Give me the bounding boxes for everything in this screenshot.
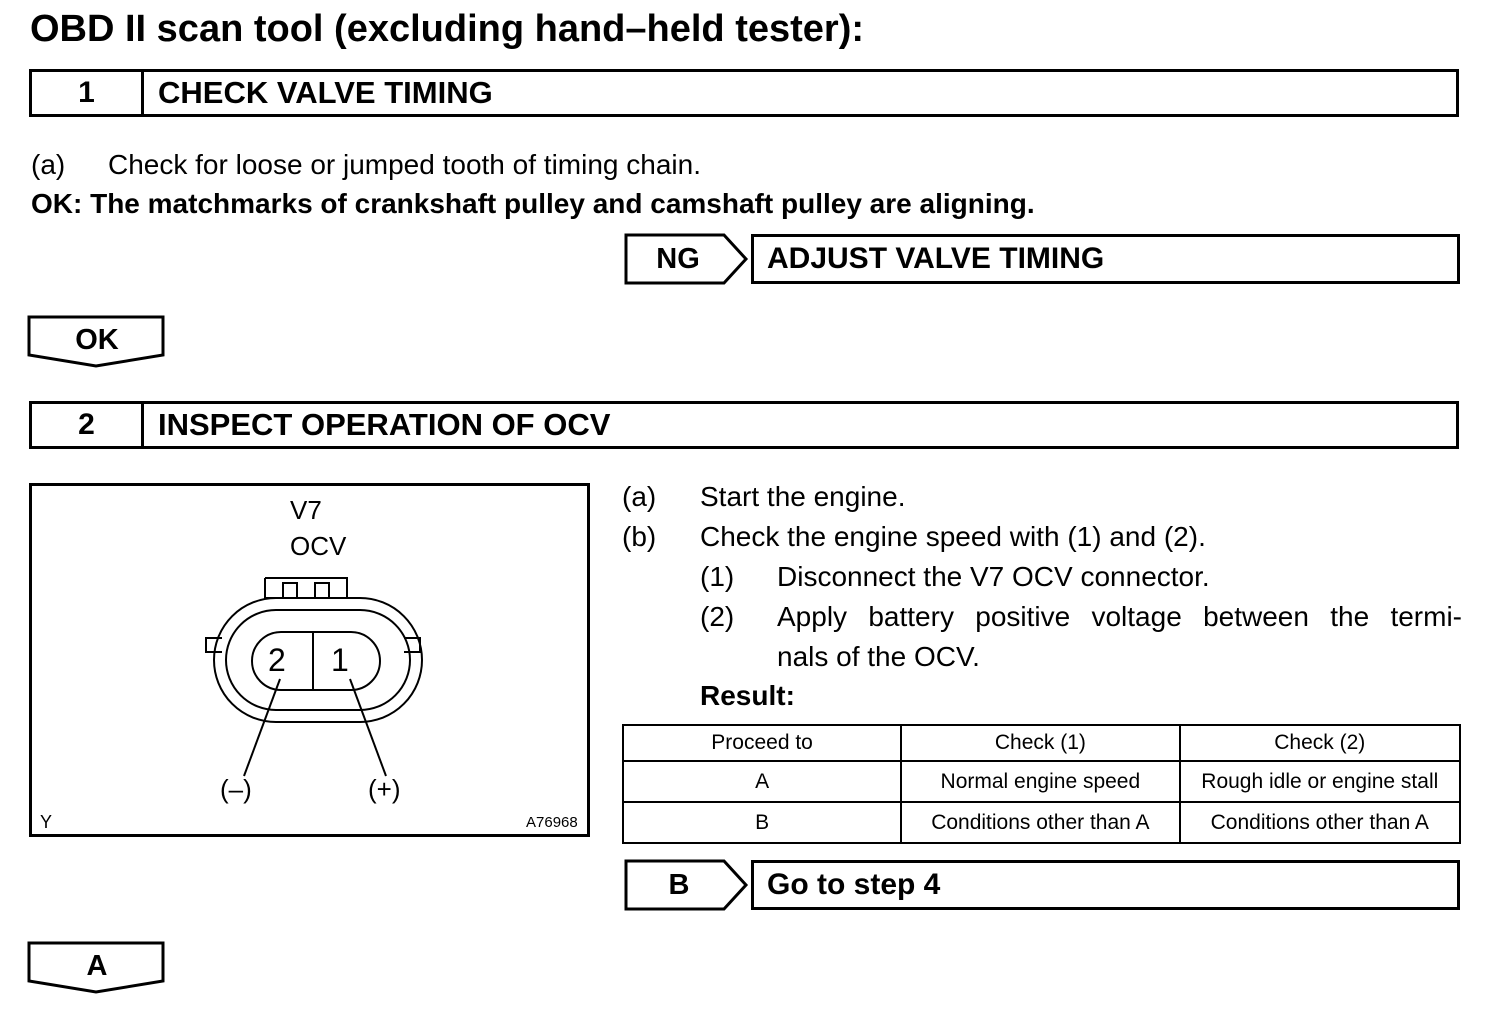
substep-1-marker: (1) bbox=[700, 561, 735, 592]
table-row: B Conditions other than A Conditions oth… bbox=[621, 801, 1462, 844]
step-1-number: 1 bbox=[32, 72, 144, 114]
step-2-title: INSPECT OPERATION OF OCV bbox=[158, 407, 611, 442]
ng-label: NG bbox=[656, 242, 700, 275]
step-2-instruction-marker-b: (b) bbox=[622, 521, 657, 552]
terminal-2-label: 2 bbox=[268, 642, 286, 678]
step-1-header: 1 CHECK VALVE TIMING bbox=[29, 69, 1459, 117]
table-header-cell: Check (2) bbox=[1178, 724, 1462, 762]
substep-2-marker: (2) bbox=[700, 601, 735, 632]
step-1-instruction: Check for loose or jumped tooth of timin… bbox=[108, 149, 701, 180]
substep-1-text: Disconnect the V7 OCV connector. bbox=[777, 561, 1210, 592]
ok-label: OK bbox=[75, 323, 119, 356]
b-action-text: Go to step 4 bbox=[767, 868, 941, 901]
figure-id: A76968 bbox=[526, 814, 578, 831]
ng-action-text: ADJUST VALVE TIMING bbox=[767, 242, 1105, 275]
substep-2-text-cont: nals of the OCV. bbox=[777, 641, 980, 672]
ng-action-box: ADJUST VALVE TIMING bbox=[751, 234, 1460, 284]
terminal-1-label: 1 bbox=[331, 642, 349, 678]
table-cell: Conditions other than A bbox=[1178, 801, 1462, 844]
a-label: A bbox=[86, 949, 108, 982]
step-1-instruction-marker: (a) bbox=[31, 149, 66, 180]
table-header-cell: Proceed to bbox=[621, 724, 903, 762]
ocv-connector-icon bbox=[205, 577, 423, 777]
connector-figure: V7 OCV 2 1 (–) (+) Y A76968 bbox=[29, 483, 590, 837]
page-title: OBD II scan tool (excluding hand–held te… bbox=[30, 8, 864, 50]
step-1-ok-criteria: OK: The matchmarks of crankshaft pulley … bbox=[31, 188, 1035, 219]
step-1-title: CHECK VALVE TIMING bbox=[158, 75, 493, 110]
negative-terminal-label: (–) bbox=[220, 774, 252, 804]
table-row: A Normal engine speed Rough idle or engi… bbox=[621, 760, 1462, 803]
table-header-cell: Check (1) bbox=[900, 724, 1181, 762]
step-2-instruction-marker-a: (a) bbox=[622, 481, 657, 512]
connector-id-label: V7 bbox=[290, 495, 322, 525]
step-2-header: 2 INSPECT OPERATION OF OCV bbox=[29, 401, 1459, 449]
step-2-number: 2 bbox=[32, 404, 144, 446]
positive-terminal-label: (+) bbox=[368, 774, 401, 804]
figure-corner-code: Y bbox=[40, 812, 53, 832]
table-cell: Normal engine speed bbox=[900, 760, 1181, 803]
ok-down-arrow-icon bbox=[27, 315, 165, 368]
a-down-arrow-icon bbox=[27, 941, 165, 994]
step-2-instruction-a: Start the engine. bbox=[700, 481, 906, 512]
result-table: Proceed to Check (1) Check (2) A Normal … bbox=[621, 724, 1462, 844]
table-cell: A bbox=[621, 760, 903, 803]
substep-2-text: Apply battery positive voltage between t… bbox=[777, 601, 1462, 632]
b-action-box: Go to step 4 bbox=[751, 860, 1460, 910]
table-cell: Conditions other than A bbox=[900, 801, 1181, 844]
table-cell: B bbox=[621, 801, 903, 844]
b-label: B bbox=[668, 868, 690, 901]
b-arrow-icon bbox=[624, 859, 749, 911]
result-label: Result: bbox=[700, 680, 795, 711]
table-header-row: Proceed to Check (1) Check (2) bbox=[621, 724, 1462, 762]
step-2-instruction-b: Check the engine speed with (1) and (2). bbox=[700, 521, 1206, 552]
connector-name-label: OCV bbox=[290, 531, 347, 561]
ng-arrow-icon bbox=[624, 233, 749, 285]
table-cell: Rough idle or engine stall bbox=[1178, 760, 1462, 803]
